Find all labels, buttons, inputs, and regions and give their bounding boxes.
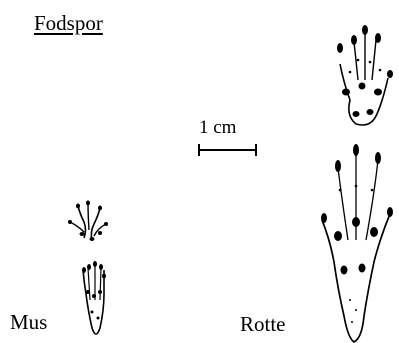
scale-bar xyxy=(199,144,256,156)
mouse-hind-footprint xyxy=(82,261,106,334)
mouse-front-footprint xyxy=(68,201,108,242)
rat-front-footprint xyxy=(337,25,393,125)
rat-hind-footprint xyxy=(321,144,393,342)
